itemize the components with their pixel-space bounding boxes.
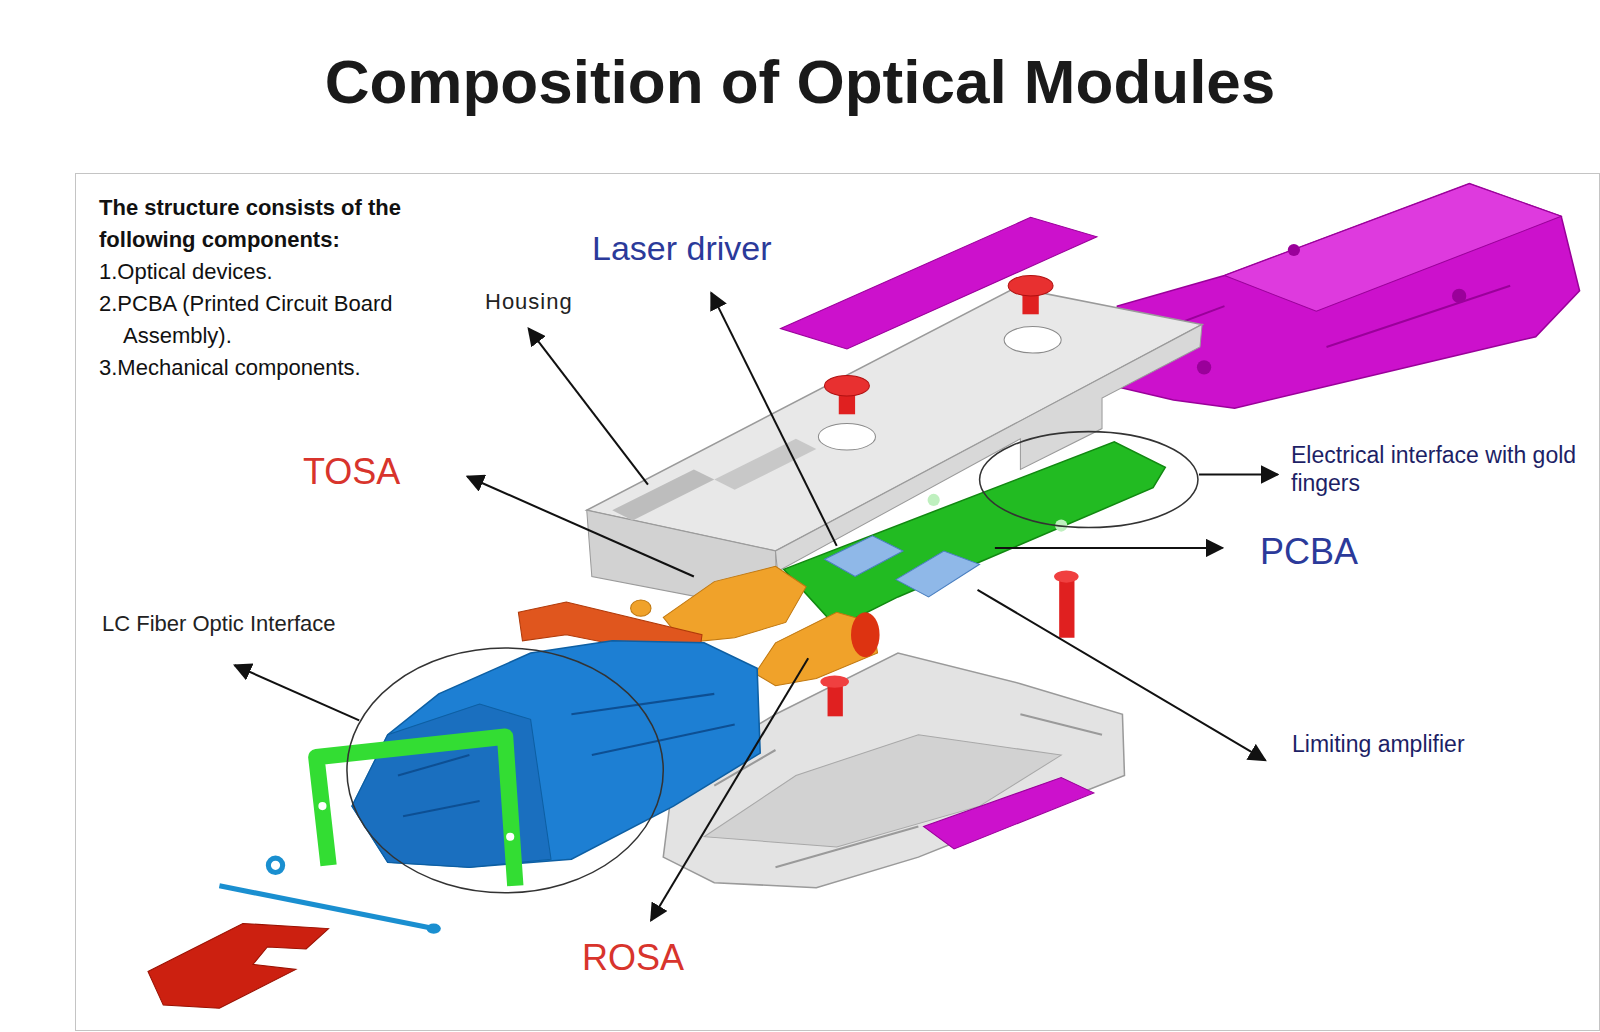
top-housing [714,439,816,490]
leader-line [529,329,648,485]
top-housing [818,423,875,450]
highlight-ellipse [347,648,663,893]
bottom-shield-plate [923,778,1093,849]
screw [824,376,869,396]
top-shield-plate [781,217,1097,349]
chip [824,536,903,577]
latch-bail [318,802,326,810]
top-shield-plate [781,217,1097,349]
callout-label: TOSA [303,450,400,493]
chip [896,551,980,597]
top-housing [612,469,714,520]
leader-line [235,665,359,720]
optical-subassembly [851,612,880,657]
magenta-cage [1224,184,1561,312]
node-body: The structure consists of the following … [99,192,469,384]
leader-line [1199,473,1278,475]
small-parts [148,923,329,1008]
list-item: 2.PCBA (Printed Circuit Board Assembly). [99,288,469,352]
leader-line [978,590,1266,760]
small-parts [427,923,441,933]
callout-label: PCBA [1260,530,1358,573]
pcb-board [784,442,1166,628]
magenta-cage [1197,360,1211,374]
callout-label: LC Fiber Optic Interface [102,611,336,637]
magenta-cage [1112,184,1579,408]
list-item: 1.Optical devices. [99,256,469,288]
callout-label: Limiting amplifier [1292,731,1465,759]
screw [1059,577,1074,638]
lc-receptacle [352,704,551,867]
bottom-housing [714,714,1102,867]
screw [820,676,849,688]
latch-bail [316,737,515,886]
screw [1054,570,1078,582]
panel-heading: The structure consists of the following … [99,192,469,256]
highlight-ellipse [347,432,1198,893]
bottom-shield-plate [923,778,1093,849]
chip [824,536,979,597]
small-parts [268,858,282,872]
diagram-title: Composition of Optical Modules [0,46,1600,117]
highlight-ellipse [980,432,1198,528]
list-item: 3.Mechanical components. [99,352,469,384]
leader-line [467,477,694,577]
small-parts [148,858,441,1008]
callout-label: Electrical interface with gold fingers [1291,442,1591,497]
callout-label: ROSA [582,936,684,979]
magenta-cage [1288,244,1300,256]
callout-label: Laser driver [592,228,772,269]
frame-panel: The structure consists of the following … [75,173,1600,1031]
leader-line [995,547,1223,549]
leader-line [235,293,1278,921]
pcb-board [784,442,1166,628]
top-housing [1004,327,1061,354]
magenta-cage [1112,184,1579,408]
latch-bail [506,833,514,841]
latch-bail [316,737,515,886]
lc-receptacle [398,694,735,816]
pcb-board [928,494,940,506]
callout-label: Housing [485,289,573,315]
screw [1008,276,1053,296]
small-parts [219,886,433,929]
leader-line [651,658,808,920]
optical-subassembly [631,600,651,616]
leader-line [711,293,837,546]
